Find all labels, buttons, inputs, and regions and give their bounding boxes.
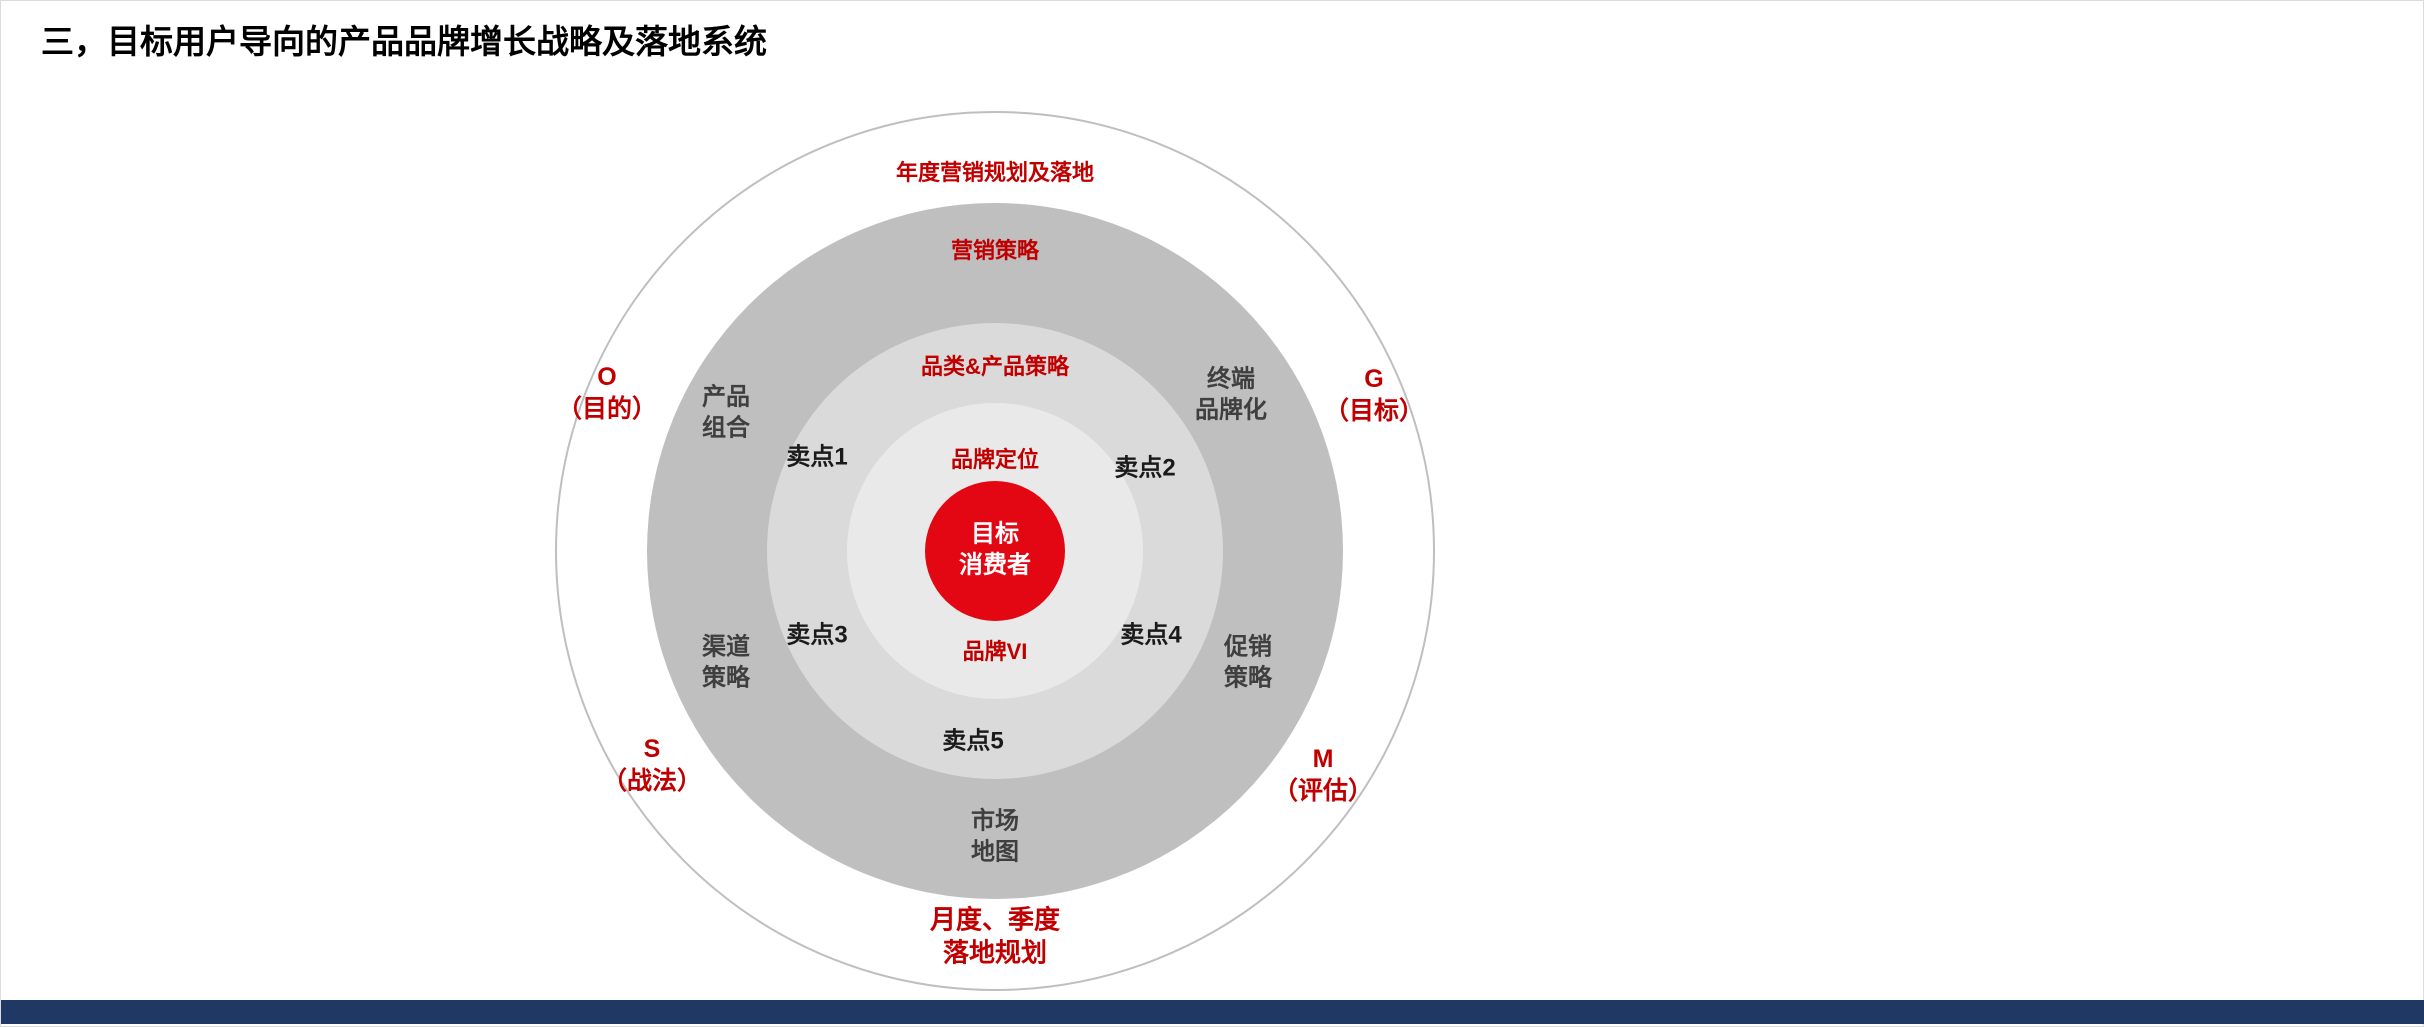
ogsm-measure: M （评估） [1272, 745, 1374, 805]
label-promotion-strategy: 促销 策略 [1224, 633, 1272, 691]
footer-bar [1, 1000, 2424, 1024]
label-terminal-branding: 终端 品牌化 [1195, 365, 1267, 423]
selling-point-1: 卖点1 [786, 443, 848, 471]
ogsm-goal: G （目标） [1323, 365, 1425, 425]
selling-point-4: 卖点4 [1120, 621, 1182, 649]
selling-point-5: 卖点5 [942, 727, 1004, 755]
label-market-map: 市场 地图 [971, 807, 1019, 865]
label-product-mix: 产品 组合 [702, 383, 750, 441]
ring-label-brand-vi: 品牌VI [962, 638, 1028, 664]
selling-point-3: 卖点3 [786, 621, 848, 649]
slide-title: 三，目标用户导向的产品品牌增长战略及落地系统 [41, 23, 767, 60]
selling-point-2: 卖点2 [1114, 454, 1176, 482]
ogsm-objective: O （目的） [556, 363, 658, 423]
target-consumer-circle [925, 481, 1065, 621]
ogsm-strategy: S （战法） [601, 735, 703, 795]
ring-label-annual-plan: 年度营销规划及落地 [895, 159, 1095, 185]
target-consumer-label: 目标 消费者 [959, 520, 1031, 578]
bottom-note: 月度、季度 落地规划 [929, 904, 1061, 968]
label-channel-strategy: 渠道 策略 [702, 633, 750, 691]
ring-label-category-product: 品类&产品策略 [921, 353, 1069, 379]
ring-label-marketing-strategy: 营销策略 [950, 237, 1040, 263]
ring-label-brand-positioning: 品牌定位 [950, 446, 1040, 472]
